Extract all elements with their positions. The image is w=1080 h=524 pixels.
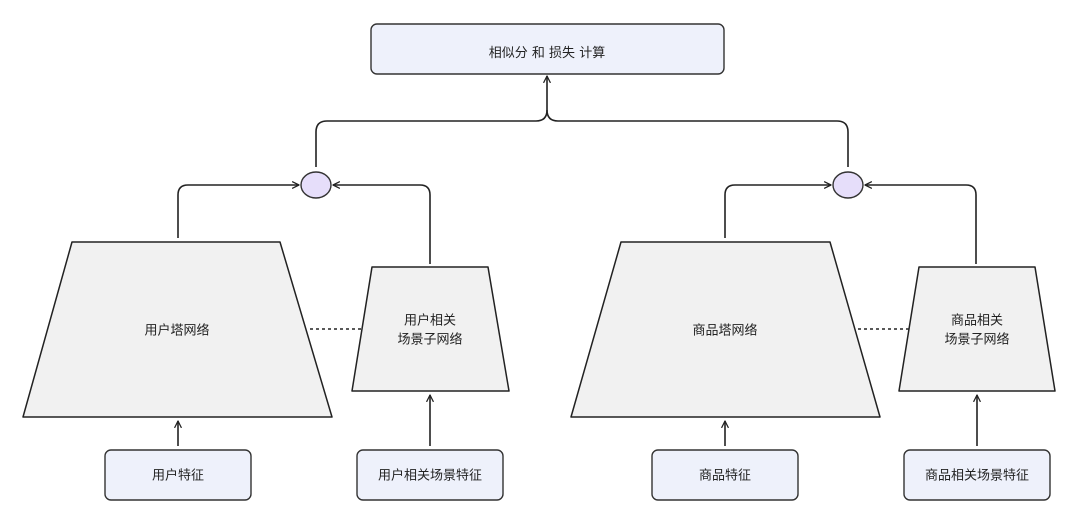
user-scene-feature-label: 用户相关场景特征 <box>378 468 482 484</box>
right-to-top-connector <box>546 109 849 167</box>
item-feature-label: 商品特征 <box>699 469 751 484</box>
item-tower-to-merge-arrow <box>724 181 832 238</box>
user-feature-box: 用户特征 <box>104 449 252 501</box>
similarity-loss-label: 相似分 和 损失 计算 <box>489 46 605 61</box>
item-tower-label: 商品塔网络 <box>692 323 757 339</box>
item-scene-label-line1: 商品相关 <box>951 314 1003 329</box>
user-scene-network: 用户相关 场景子网络 <box>351 266 510 392</box>
user-merge-connectors <box>177 181 431 264</box>
item-tower-network: 商品塔网络 <box>570 241 881 418</box>
user-feature-label: 用户特征 <box>152 468 204 484</box>
user-scene-to-merge-arrow <box>332 181 431 264</box>
user-scene-label-line2: 场景子网络 <box>397 332 462 348</box>
user-scene-label-line1: 用户相关 <box>404 313 456 329</box>
similarity-loss-box: 相似分 和 损失 计算 <box>370 23 725 75</box>
top-merge-connector <box>315 75 849 167</box>
item-scene-feature-label: 商品相关场景特征 <box>925 469 1029 484</box>
item-scene-feature-box: 商品相关场景特征 <box>903 449 1051 501</box>
feature-input-arrows <box>174 394 981 446</box>
item-merge-node <box>832 171 864 199</box>
item-feature-box: 商品特征 <box>651 449 799 501</box>
user-tower-to-merge-arrow <box>177 181 300 238</box>
left-to-top-connector <box>315 75 551 167</box>
user-tower-label: 用户塔网络 <box>144 323 209 339</box>
item-scene-network: 商品相关 场景子网络 <box>898 266 1056 392</box>
item-merge-connectors <box>724 181 977 264</box>
user-tower-network: 用户塔网络 <box>22 241 333 418</box>
item-scene-label-line2: 场景子网络 <box>944 332 1009 348</box>
item-scene-to-merge-arrow <box>864 181 977 264</box>
user-merge-node <box>300 171 332 199</box>
user-scene-feature-box: 用户相关场景特征 <box>356 449 504 501</box>
